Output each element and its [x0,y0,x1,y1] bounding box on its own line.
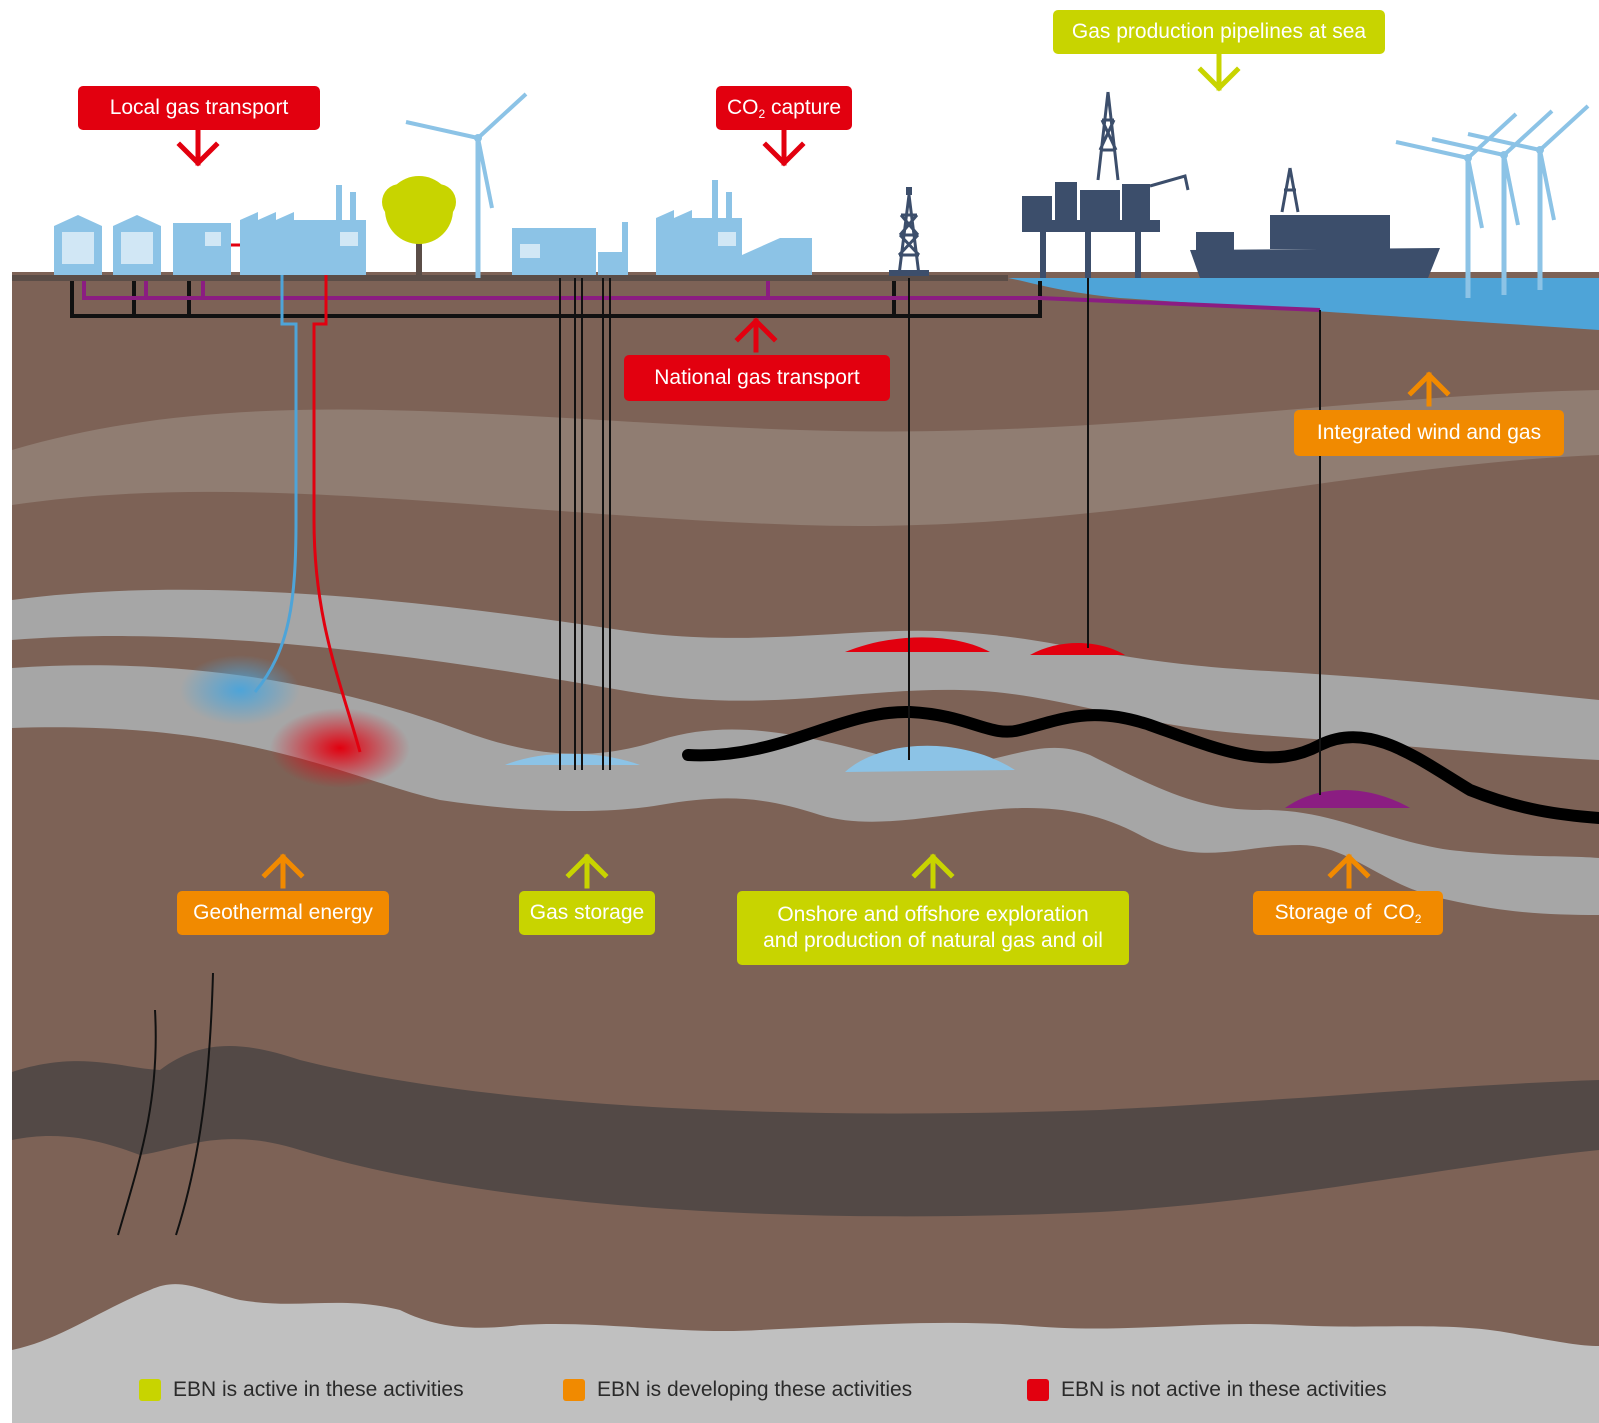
exploration-text-line1: Onshore and offshore exploration [777,903,1089,926]
local-gas-pipeline [82,281,1321,312]
legend-developing: EBN is developing these activities [563,1375,912,1405]
gas-field-red-1 [845,637,990,652]
co2-capture-suffix: capture [765,96,842,119]
co2-capture-prefix: CO [726,96,759,119]
drilling-rig-icon [889,185,929,277]
co2-storage-label: Storage of CO2 [1253,891,1443,935]
legend-active-text: EBN is active in these activities [173,1378,464,1401]
co2-storage-prefix: Storage of CO [1274,901,1415,924]
ground-surface [12,275,1008,281]
hot-water-zone [270,708,410,788]
legend-not-active-text: EBN is not active in these activities [1061,1378,1387,1401]
sea [1008,278,1599,330]
factory-icon [240,180,812,275]
oil-seam [682,705,1599,824]
geothermal-energy-label: Geothermal energy [177,891,389,935]
integrated-wind-gas-text: Integrated wind and gas [1316,421,1542,444]
fault-line-1 [117,1009,157,1236]
legend-swatch-active [139,1379,161,1401]
bedrock-layer [12,1284,1599,1423]
legend-not-active: EBN is not active in these activities [1027,1375,1387,1405]
geothermal-energy-text: Geothermal energy [193,901,373,924]
legend-developing-text: EBN is developing these activities [597,1378,913,1401]
geothermal-cold-well [253,260,298,693]
co2-storage-sub: 2 [1414,912,1422,926]
reservoir-layer-lower [12,665,1599,915]
gas-field-blue [845,745,1015,772]
tree-icon [382,176,456,275]
co2-storage-reservoir [1285,789,1410,808]
fault-line-2 [175,972,214,1236]
exploration-label: Onshore and offshore exploration and pro… [737,891,1129,965]
legend-active: EBN is active in these activities [139,1375,464,1405]
legend-swatch-not-active [1027,1379,1049,1401]
local-gas-transport-label: Local gas transport [78,86,320,130]
local-gas-transport-text: Local gas transport [109,96,289,119]
co2-capture-label: CO2 capture [716,86,852,130]
shallow-sand-layer [12,390,1599,526]
national-gas-transport-label: National gas transport [624,355,890,401]
gas-pipelines-sea-text: Gas production pipelines at sea [1071,20,1367,43]
gas-storage-reservoir [505,753,640,765]
exploration-text-line2: and production of natural gas and oil [763,929,1103,952]
gas-storage-wells [559,278,611,770]
cold-water-zone [180,655,300,725]
subsurface [12,272,1599,1423]
co2-capture-sub: 2 [758,107,766,121]
gas-pipelines-sea-label: Gas production pipelines at sea [1053,10,1385,54]
gas-field-red-2 [1030,642,1125,655]
legend-swatch-developing [563,1379,585,1401]
integrated-wind-gas-label: Integrated wind and gas [1294,410,1564,456]
gas-storage-text: Gas storage [529,901,645,924]
national-gas-transport-text: National gas transport [654,366,860,389]
coal-layer [12,1046,1599,1217]
geothermal-hot-well [312,250,362,753]
gas-storage-label: Gas storage [519,891,655,935]
reservoir-layer-upper [12,589,1599,760]
offshore-platform-icon [1022,91,1190,278]
ship-icon [1190,167,1440,278]
